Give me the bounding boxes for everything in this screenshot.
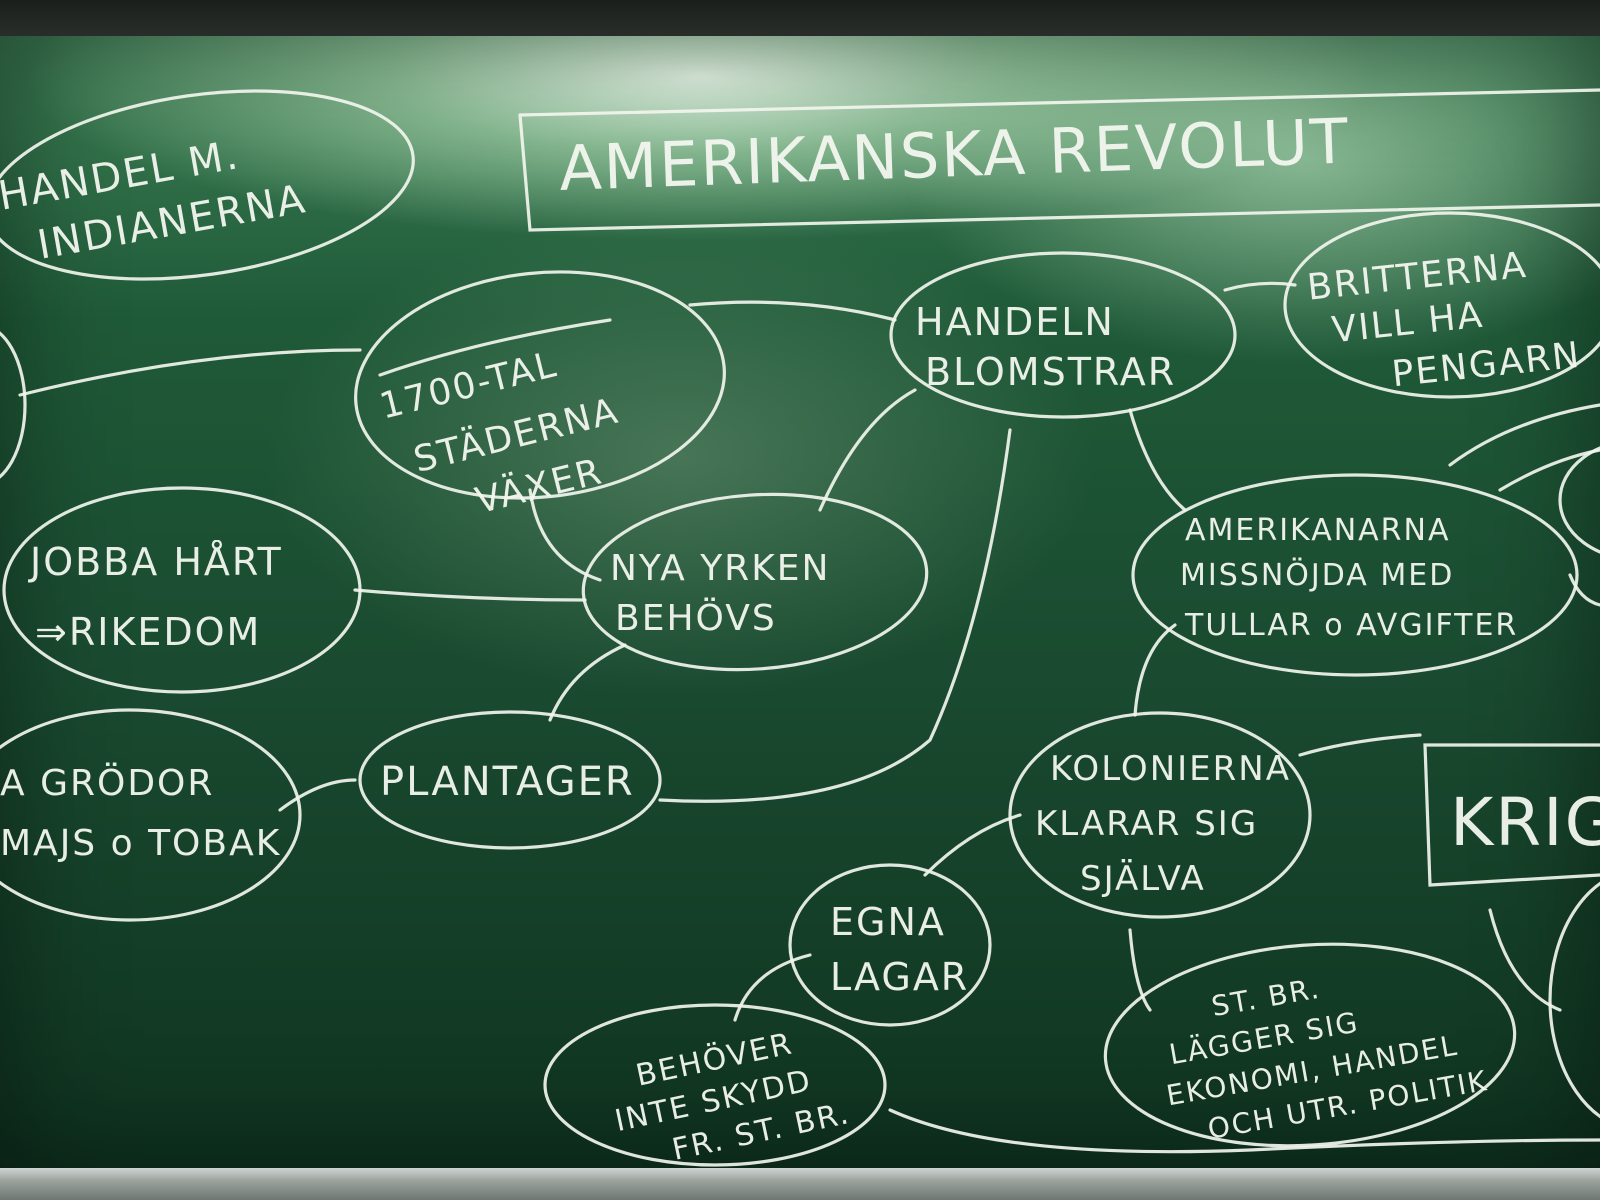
node-outline <box>1008 711 1312 919</box>
node-text-line: LAGAR <box>830 955 969 999</box>
war-box: KRIG <box>1423 743 1600 887</box>
war-frame <box>1423 743 1600 887</box>
node-outline <box>358 710 662 850</box>
title-box: AMERIKANSKA REVOLUT <box>518 88 1600 232</box>
node-text-line: ⇒RIKEDOM <box>35 610 261 654</box>
connector <box>353 588 587 602</box>
connector <box>1128 928 1152 1012</box>
node-text-line: JOBBA HÅRT <box>28 540 283 584</box>
node-outline <box>788 863 992 1027</box>
node-outline <box>0 89 415 281</box>
svg-text:A GRÖDOR MAJS o TOBAK: A GRÖDOR MAJS o TOBAK <box>0 762 281 864</box>
node-kolonierna: KOLONIERNA KLARAR SIG SJÄLVA <box>1008 711 1312 919</box>
connector <box>1298 733 1422 757</box>
svg-text:ST. BR. LÄGGER SIG: ST. BR. LÄGGER SIG EKONOMI, HANDEL OCH U… <box>1150 946 1491 1152</box>
war-label: KRIG <box>1450 784 1600 861</box>
node-outline <box>2 486 362 694</box>
connector <box>1128 408 1187 512</box>
connector <box>18 348 362 397</box>
node-amerikanarna: AMERIKANARNA MISSNÖJDA MED TULLAR o AVGI… <box>1131 473 1579 677</box>
node-text-line: BLOMSTRAR <box>925 350 1176 394</box>
connector <box>1133 623 1177 717</box>
connector <box>923 813 1022 877</box>
node-outline-partial <box>1548 881 1600 1119</box>
underline <box>378 318 612 377</box>
connector <box>1568 573 1600 607</box>
node-st-br: ST. BR. LÄGGER SIG EKONOMI, HANDEL OCH U… <box>1103 942 1517 1152</box>
node-text-line: PENGARN <box>1390 335 1583 396</box>
node-text-line: BRITTERNA <box>1305 245 1529 309</box>
node-outline-partial <box>1558 446 1600 554</box>
node-text-line: AMERIKANARNA <box>1185 513 1451 548</box>
svg-text:1700-TAL STÄDERNA: 1700-TAL STÄDERNA VÄXER <box>376 329 650 539</box>
connector <box>733 953 812 1022</box>
node-1700-tal: 1700-TAL STÄDERNA VÄXER <box>354 270 726 539</box>
board-title: AMERIKANSKA REVOLUT <box>558 104 1351 205</box>
svg-text:JOBBA HÅRT ⇒RIKEDOM: JOBBA HÅRT ⇒RIKEDOM <box>28 540 297 654</box>
node-text-line: HANDELN <box>915 300 1115 344</box>
svg-text:KOLONIERNA KLARAR SIG: KOLONIERNA KLARAR SIG SJÄLVA <box>1035 749 1304 899</box>
node-britterna: BRITTERNA VILL HA PENGARN <box>1283 211 1600 403</box>
node-egna-lagar: EGNA LAGAR <box>788 863 992 1027</box>
node-behover: BEHÖVER INTE SKYDD FR. ST. BR. <box>543 1003 887 1178</box>
node-outline <box>543 1003 887 1167</box>
svg-text:BEHÖVER INTE SKYDD: BEHÖVER INTE SKYDD FR. ST. BR. <box>603 1017 853 1178</box>
chalk-tray <box>0 1168 1600 1200</box>
connector <box>688 300 897 322</box>
connector <box>818 388 917 512</box>
node-text-line: MISSNÖJDA MED <box>1180 557 1454 593</box>
node-outline-partial <box>0 331 27 479</box>
connector <box>548 643 627 722</box>
node-outline <box>1103 942 1517 1148</box>
title-frame <box>518 88 1600 232</box>
svg-text:HANDELN BLOMSTRAR: HANDELN BLOMSTRAR <box>915 300 1176 394</box>
connector <box>278 778 357 812</box>
node-text-line: EGNA <box>830 900 946 944</box>
node-nya-yrken: NYA YRKEN BEHÖVS <box>581 492 929 672</box>
connector <box>658 428 1012 803</box>
node-outline <box>354 270 726 500</box>
node-text-line: BEHÖVS <box>615 597 777 639</box>
node-text-line: NYA YRKEN <box>610 548 830 589</box>
node-text-line: KLARAR SIG <box>1035 804 1258 844</box>
node-handel-indianerna: HANDEL M. INDIANERNA <box>0 89 415 281</box>
node-text-line: TULLAR o AVGIFTER <box>1184 608 1518 643</box>
connector <box>1223 281 1297 292</box>
node-text-line: KOLONIERNA <box>1050 749 1291 789</box>
connector <box>888 1108 1600 1154</box>
node-outline <box>889 251 1237 419</box>
node-outline <box>1131 473 1579 677</box>
svg-text:NYA YRKEN BEHÖVS: NYA YRKEN BEHÖVS <box>610 548 844 639</box>
node-text-line: A GRÖDOR <box>0 762 214 804</box>
connector <box>1448 403 1600 467</box>
svg-text:BRITTERNA VILL HA: BRITTERNA VILL HA PENGARN <box>1305 240 1583 403</box>
wall <box>0 0 1600 40</box>
node-outline <box>1283 211 1600 399</box>
node-outline <box>581 492 929 672</box>
node-jobba: JOBBA HÅRT ⇒RIKEDOM <box>2 486 362 694</box>
node-text-line: SJÄLVA <box>1080 859 1206 899</box>
node-text-line: MAJS o TOBAK <box>0 823 281 864</box>
svg-text:HANDEL M. INDIANERNA: HANDEL M. INDIANERNA <box>0 122 310 274</box>
node-grodor: A GRÖDOR MAJS o TOBAK <box>0 708 302 922</box>
svg-text:AMERIKANARNA MISSNÖJDA M: AMERIKANARNA MISSNÖJDA MED TULLAR o AVGI… <box>1180 513 1518 643</box>
node-handeln: HANDELN BLOMSTRAR <box>889 251 1237 419</box>
node-outline <box>0 708 302 922</box>
node-plantager: PLANTAGER <box>358 710 662 850</box>
node-text-line: PLANTAGER <box>380 759 635 805</box>
svg-text:EGNA LAGAR: EGNA LAGAR <box>830 900 969 999</box>
